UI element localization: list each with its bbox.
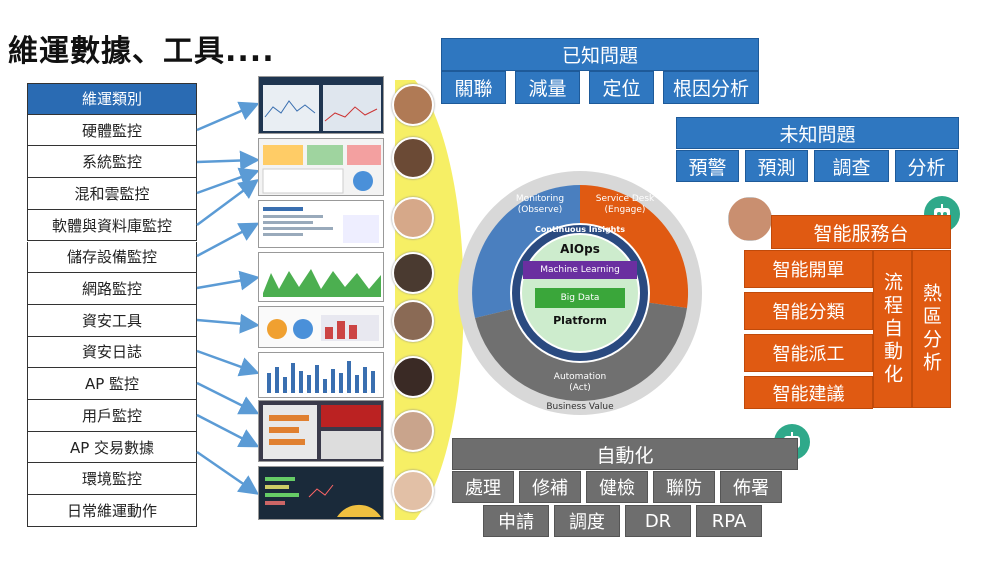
person-avatar <box>392 470 434 512</box>
category-item: 硬體監控 <box>27 114 197 147</box>
automation-item: 健檢 <box>586 471 648 503</box>
person-avatar <box>392 137 434 179</box>
dashboard-thumbnail <box>258 76 384 134</box>
hotspot-analysis-box: 熱區分析 <box>912 250 951 408</box>
dashboard-thumbnail <box>258 252 384 302</box>
category-item: 軟體與資料庫監控 <box>27 209 197 242</box>
flow-automation-box: 流程自動化 <box>873 250 912 408</box>
act-label: (Act) <box>569 383 591 393</box>
aiops-center-label: AIOps <box>560 242 600 256</box>
dashboard-thumbnail <box>258 400 384 462</box>
dashboard-thumbnail <box>258 352 384 398</box>
service-desk-label: Service Desk <box>595 194 655 204</box>
unknown-problem-item: 調查 <box>814 150 889 182</box>
category-item: 環境監控 <box>27 463 197 496</box>
category-item: 系統監控 <box>27 146 197 179</box>
machine-learning-label: Machine Learning <box>540 265 620 275</box>
category-item: 日常維運動作 <box>27 495 197 527</box>
automation-item: 佈署 <box>720 471 782 503</box>
unknown-problems-title: 未知問題 <box>676 117 959 149</box>
service-item: 智能分類 <box>744 292 873 330</box>
monitoring-label: Monitoring <box>515 194 565 204</box>
category-item: 網路監控 <box>27 273 197 305</box>
known-problem-item: 減量 <box>515 71 580 104</box>
business-value-label: Business Value <box>546 402 614 412</box>
automation-item: 修補 <box>519 471 581 503</box>
category-item: AP 監控 <box>27 368 197 400</box>
automation-item: 申請 <box>483 505 549 537</box>
unknown-problem-item: 預警 <box>676 150 739 182</box>
automation-item: 處理 <box>452 471 514 503</box>
unknown-problem-item: 分析 <box>895 150 958 182</box>
category-item: 用戶監控 <box>27 400 197 432</box>
automation-label: Automation <box>553 372 607 382</box>
dashboard-thumbnail <box>258 138 384 196</box>
category-item: 資安工具 <box>27 304 197 337</box>
known-problems-title: 已知問題 <box>441 38 759 71</box>
category-item: 混和雲監控 <box>27 178 197 210</box>
service-agent-avatar <box>728 197 772 241</box>
big-data-label: Big Data <box>560 293 600 303</box>
category-item: AP 交易數據 <box>27 431 197 464</box>
category-item: 儲存設備監控 <box>27 241 197 274</box>
known-problem-item: 定位 <box>589 71 654 104</box>
dashboard-thumbnail <box>258 200 384 248</box>
category-header: 維運類別 <box>27 83 197 115</box>
service-item: 智能建議 <box>744 376 873 409</box>
automation-title: 自動化 <box>452 438 798 470</box>
service-desk-title: 智能服務台 <box>771 215 951 249</box>
automation-item: 聯防 <box>653 471 715 503</box>
dashboard-thumbnail <box>258 466 384 520</box>
person-avatar <box>392 300 434 342</box>
known-problem-item: 根因分析 <box>663 71 759 104</box>
person-avatar <box>392 197 434 239</box>
service-item: 智能開單 <box>744 250 873 288</box>
observe-label: (Observe) <box>517 205 563 215</box>
known-problem-item: 關聯 <box>441 71 506 104</box>
dashboard-thumbnail <box>258 306 384 348</box>
platform-label: Platform <box>553 314 607 327</box>
continuous-insights-label: Continuous Insights <box>535 225 625 234</box>
category-item: 資安日誌 <box>27 336 197 369</box>
automation-item: 調度 <box>554 505 620 537</box>
engage-label: (Engage) <box>604 205 646 215</box>
person-avatar <box>392 356 434 398</box>
automation-item: RPA <box>696 505 762 537</box>
person-avatar <box>392 252 434 294</box>
person-avatar <box>392 84 434 126</box>
automation-item: DR <box>625 505 691 537</box>
service-item: 智能派工 <box>744 334 873 372</box>
page-title: 維運數據、工具.... <box>8 34 275 69</box>
unknown-problem-item: 預測 <box>745 150 808 182</box>
person-avatar <box>392 410 434 452</box>
aiops-diagram <box>458 171 702 415</box>
